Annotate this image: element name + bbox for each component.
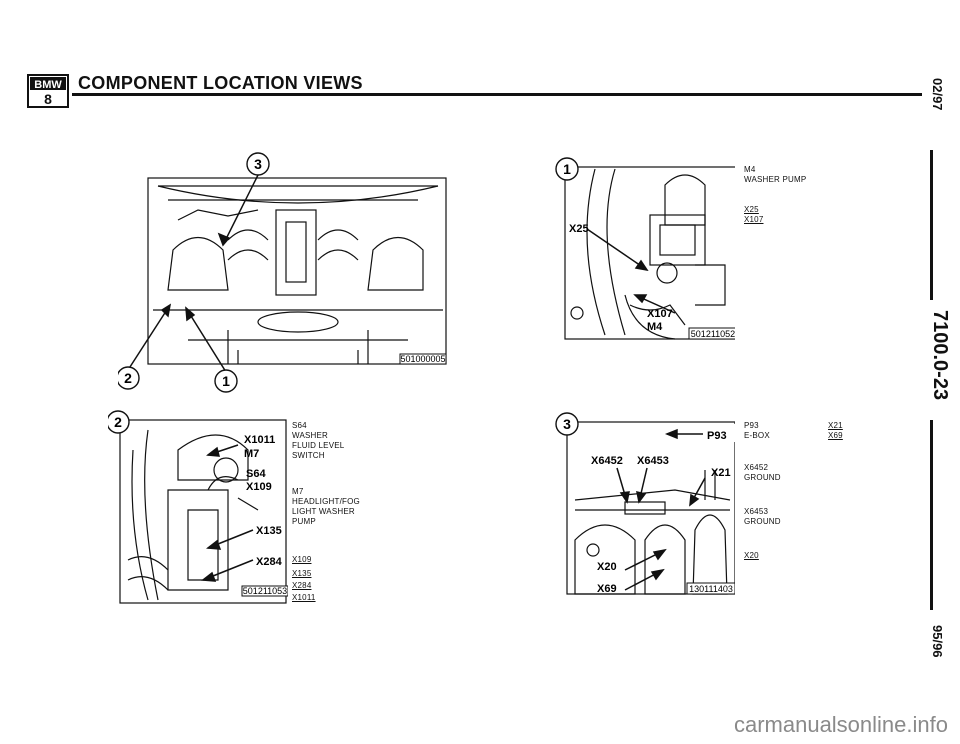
label-m4: M4 xyxy=(647,321,663,333)
legend-code: X135 xyxy=(292,569,312,578)
side-model-years: 95/96 xyxy=(930,625,945,658)
page-title: COMPONENT LOCATION VIEWS xyxy=(78,73,363,93)
side-date: 02/97 xyxy=(930,78,945,111)
label-x107: X107 xyxy=(647,308,673,320)
legend-desc: HEADLIGHT/FOG LIGHT WASHER PUMP xyxy=(292,497,360,526)
legend-code: X109 xyxy=(292,555,312,564)
callout-3: 3 xyxy=(254,156,262,172)
part-number: 501000005 xyxy=(400,354,445,364)
label-x25: X25 xyxy=(569,223,589,235)
legend-code: X1011 xyxy=(292,593,316,602)
panel-2: 2 X1011 M7 S64 X109 X135 X284 501211053 xyxy=(108,410,288,610)
legend-code: X6452 xyxy=(744,463,769,472)
label-x69: X69 xyxy=(597,583,617,595)
panel-3-legend-right: X21 X69 xyxy=(828,421,843,441)
label-x6453: X6453 xyxy=(637,455,669,467)
callout-3: 3 xyxy=(563,416,571,432)
legend-code: X6453 xyxy=(744,507,769,516)
watermark: carmanualsonline.info xyxy=(733,712,948,737)
legend-code: X69 xyxy=(828,431,843,440)
label-x20: X20 xyxy=(597,561,617,573)
legend-code: X107 xyxy=(744,215,764,224)
callout-2: 2 xyxy=(124,370,132,386)
legend-desc: GROUND xyxy=(744,473,781,482)
part-number: 130111403 xyxy=(689,584,733,594)
label-s64: S64 xyxy=(246,468,266,480)
legend-code: X20 xyxy=(744,551,759,560)
legend-code: M4 xyxy=(744,165,756,174)
label-p93: P93 xyxy=(707,430,727,442)
legend-desc: GROUND xyxy=(744,517,781,526)
label-x135: X135 xyxy=(256,525,282,537)
legend-desc: E-BOX xyxy=(744,431,770,440)
overview-panel: 3 2 1 501000005 xyxy=(118,150,458,400)
label-x1011: X1011 xyxy=(244,434,275,446)
legend-code: X25 xyxy=(744,205,759,214)
legend-code: X21 xyxy=(828,421,843,430)
part-number: 501211053 xyxy=(243,586,287,596)
label-x6452: X6452 xyxy=(591,455,623,467)
side-page-code: 7100.0-23 xyxy=(929,310,951,401)
callout-1: 1 xyxy=(563,161,571,177)
callout-2: 2 xyxy=(114,414,122,430)
panel-3-legend: P93 E-BOX X6452 GROUND X6453 GROUND X20 xyxy=(744,421,781,561)
side-rule-top xyxy=(930,150,933,300)
legend-code: X284 xyxy=(292,581,312,590)
legend-code: M7 xyxy=(292,487,304,496)
panel-3: 3 P93 X6452 X6453 X21 X20 X69 130111403 xyxy=(555,410,735,600)
bmw-logo: BMW 8 xyxy=(27,74,69,108)
part-number: 501211052 xyxy=(691,329,735,339)
legend-desc: WASHER FLUID LEVEL SWITCH xyxy=(292,431,345,460)
panel-2-legend: S64 WASHER FLUID LEVEL SWITCH M7 HEADLIG… xyxy=(292,421,362,603)
panel-1: 1 X25 X107 M4 501211052 xyxy=(555,155,735,345)
legend-desc: WASHER PUMP xyxy=(744,175,807,184)
logo-sub: 8 xyxy=(44,91,52,107)
label-x21: X21 xyxy=(711,467,731,479)
label-m7: M7 xyxy=(244,448,259,460)
side-rule-bottom xyxy=(930,420,933,610)
legend-code: S64 xyxy=(292,421,307,430)
callout-1: 1 xyxy=(222,373,230,389)
label-x109: X109 xyxy=(246,481,272,493)
header-rule xyxy=(72,93,922,96)
logo-text: BMW xyxy=(34,79,62,91)
legend-code: P93 xyxy=(744,421,759,430)
panel-1-legend: M4 WASHER PUMP X25 X107 xyxy=(744,165,806,225)
label-x284: X284 xyxy=(256,556,283,568)
